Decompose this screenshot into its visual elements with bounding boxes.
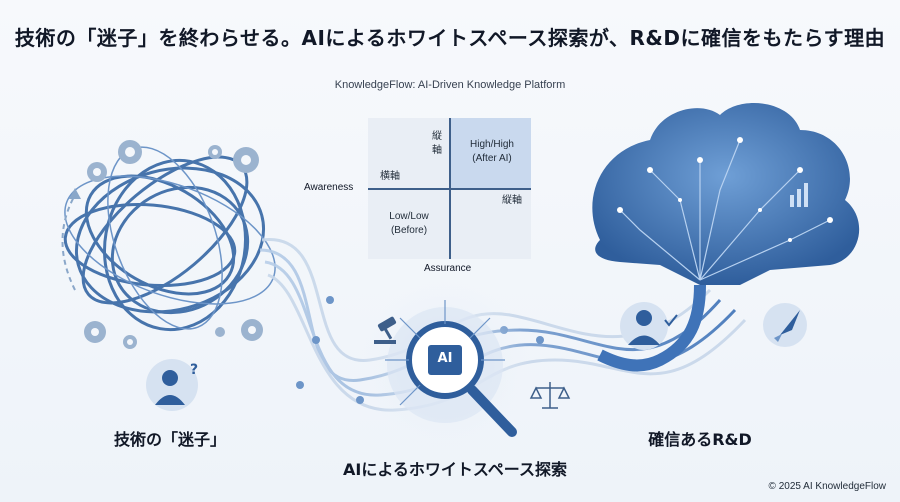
ai-chip-label: AI: [437, 351, 453, 366]
circuit-lines: [385, 300, 505, 406]
vertical-axis-note-right: 縦軸: [502, 195, 522, 206]
flow-nodes: [296, 296, 544, 404]
horizontal-axis-note-left: 横軸: [380, 171, 400, 182]
x-axis-label: Assurance: [424, 263, 472, 274]
gavel-icon: [374, 316, 397, 344]
awareness-assurance-matrix: High/High (After AI) Low/Low (Before) 縦軸…: [368, 118, 531, 259]
horizontal-axis: [368, 188, 531, 190]
left-stage-label: 技術の「迷子」: [113, 430, 226, 449]
right-stage-label: 確信あるR&D: [648, 430, 752, 449]
rocket-icon: [763, 303, 807, 347]
cycle-arrow: [61, 194, 76, 291]
page-subtitle: KnowledgeFlow: AI-Driven Knowledge Platf…: [334, 79, 566, 91]
gear-icon: [84, 140, 263, 349]
knowledge-tree: [592, 103, 860, 372]
vertical-axis-note-top: 縦軸: [432, 131, 442, 156]
question-person-icon: ?: [146, 359, 198, 411]
businessman-icon: [620, 302, 678, 350]
tangled-knot: [63, 155, 266, 332]
page-title: 技術の「迷子」を終わらせる。AIによるホワイトスペース探索が、R&Dに確信をもた…: [14, 26, 886, 50]
quadrant-bottom-left-label: Low/Low (Before): [389, 211, 429, 236]
quadrant-top-right-label: High/High (After AI): [470, 139, 514, 164]
center-stage-label: AIによるホワイトスペース探索: [343, 460, 567, 479]
y-axis-label: Awareness: [304, 182, 354, 193]
quadrant-top-right: [449, 118, 531, 188]
svg-text:?: ?: [190, 362, 198, 378]
scale-icon: [529, 382, 571, 409]
bar-chart-icon: [790, 183, 808, 207]
copyright: © 2025 AI KnowledgeFlow: [768, 481, 886, 492]
